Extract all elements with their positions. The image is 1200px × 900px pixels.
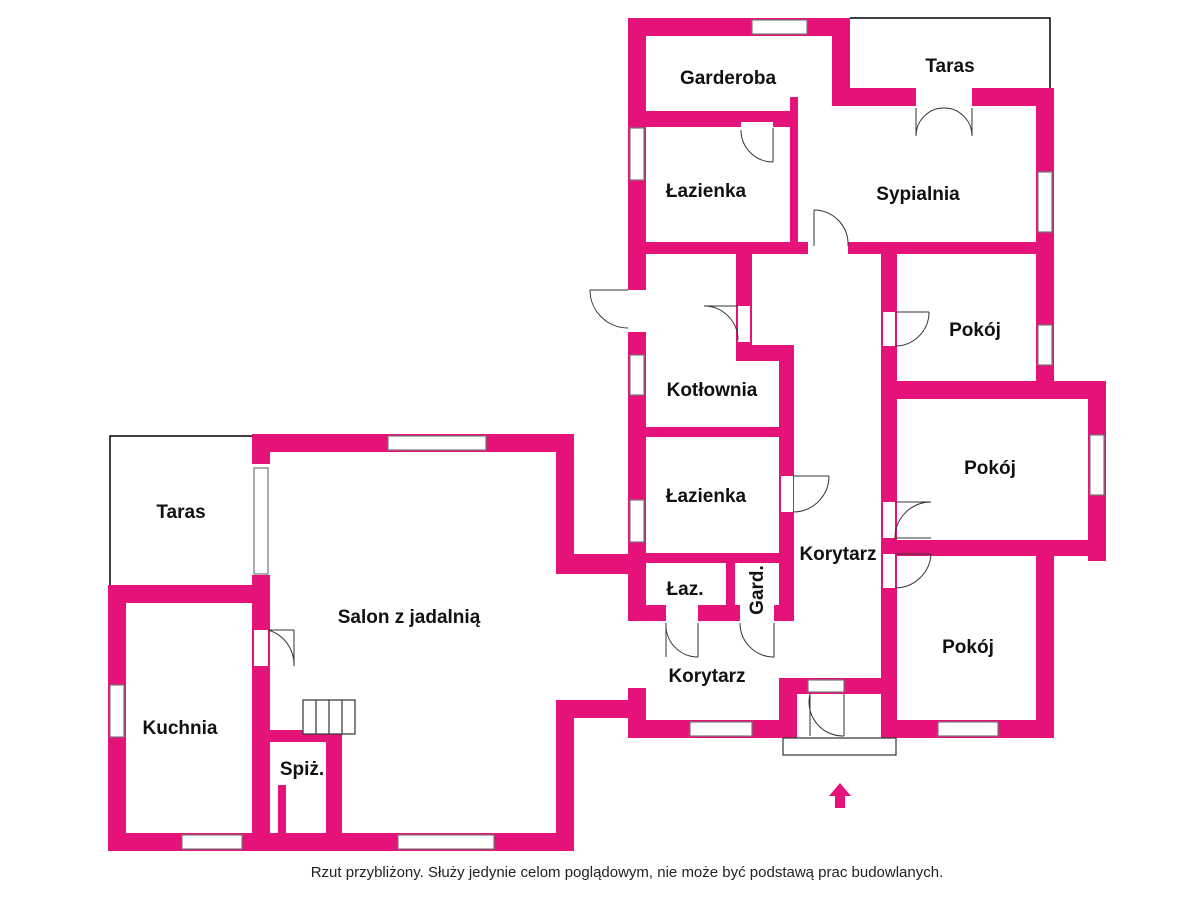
room-label-gard: Gard. — [747, 565, 768, 615]
room-label-sypialnia: Sypialnia — [876, 184, 960, 205]
door-icon — [894, 553, 932, 589]
door-icon — [894, 311, 930, 347]
door-icon — [740, 128, 774, 163]
door-icon — [665, 622, 699, 658]
window — [1037, 324, 1053, 366]
window — [397, 834, 495, 850]
window — [387, 435, 487, 451]
door-icon — [739, 622, 775, 658]
disclaimer-text: Rzut przybliżony. Służy jedynie celom po… — [310, 864, 944, 881]
door-icon — [703, 305, 739, 341]
window — [1089, 434, 1105, 496]
door-icon — [267, 629, 295, 667]
window — [629, 499, 645, 543]
room-label-pokoj-1: Pokój — [949, 320, 1001, 341]
terrace-outlines — [109, 17, 1051, 585]
room-label-kotlownia: Kotłownia — [667, 380, 758, 401]
door-swings — [267, 107, 973, 737]
terrace-top-outline — [850, 17, 1051, 88]
room-label-pokoj-3: Pokój — [942, 637, 994, 658]
window — [807, 679, 845, 693]
room-label-korytarz-lower: Korytarz — [668, 666, 745, 687]
window — [937, 721, 999, 737]
room-label-pokoj-2: Pokój — [964, 458, 1016, 479]
window — [109, 684, 125, 738]
room-label-lazienka-top: Łazienka — [666, 181, 747, 202]
window — [629, 127, 645, 181]
window — [751, 19, 808, 35]
room-label-salon: Salon z jadalnią — [338, 607, 481, 628]
window — [629, 354, 645, 396]
stairs-icon — [302, 699, 356, 735]
window — [1037, 171, 1053, 233]
room-label-korytarz-main: Korytarz — [799, 544, 876, 565]
room-label-laz: Łaz. — [667, 579, 704, 600]
room-label-kuchnia: Kuchnia — [143, 718, 218, 739]
terrace-left-outline — [109, 435, 252, 585]
windows — [109, 19, 1105, 850]
entrance-step — [782, 737, 897, 756]
room-label-taras-left: Taras — [156, 502, 205, 523]
room-label-lazienka-mid: Łazienka — [666, 486, 747, 507]
window — [689, 721, 753, 737]
entrance-arrow-icon — [829, 783, 851, 808]
door-icon — [792, 475, 830, 513]
window — [253, 467, 269, 575]
door-icon — [894, 501, 932, 539]
door-icon — [813, 209, 849, 247]
door-icon — [589, 289, 629, 329]
door-openings — [254, 86, 972, 738]
room-label-taras-top: Taras — [925, 56, 974, 77]
room-label-spiz: Spiż. — [280, 759, 324, 780]
door-icon — [915, 107, 973, 137]
door-icon — [808, 693, 845, 737]
room-label-garderoba: Garderoba — [680, 68, 777, 89]
window — [181, 834, 243, 850]
